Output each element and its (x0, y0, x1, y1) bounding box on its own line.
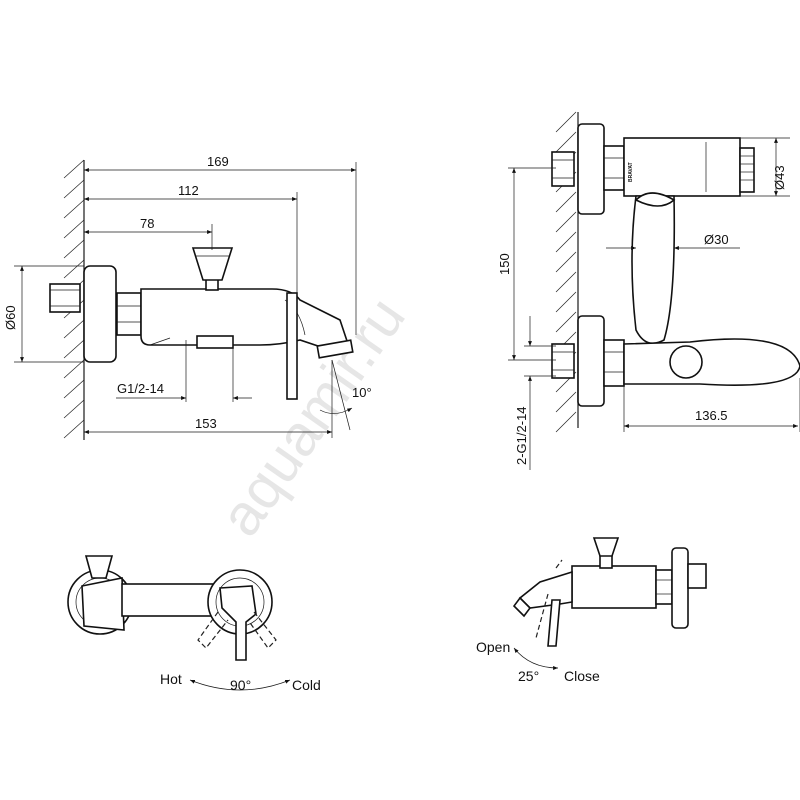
diverter-view: Open 25° Close (476, 537, 707, 684)
label-cold: Cold (292, 677, 321, 693)
dim-body-diameter: Ø43 (772, 165, 787, 190)
diverter-knob (191, 247, 234, 281)
front-dimensions: Ø43 Ø30 150 2-G1/2-14 136.5 (497, 137, 800, 470)
upper-nut (603, 145, 625, 191)
div-inlet (687, 563, 707, 589)
front-view: BRAVAT Ø43 Ø30 150 (497, 111, 800, 470)
label-open: Open (476, 639, 510, 655)
top-lever (219, 585, 257, 661)
aerator (316, 339, 354, 359)
lower-inlet (551, 343, 575, 379)
dim-thread: G1/2-14 (117, 381, 164, 396)
knurled-knob (739, 147, 755, 193)
wall-flange (83, 265, 117, 363)
front-body (623, 137, 741, 197)
label-hot: Hot (160, 671, 182, 687)
hex-nut (116, 292, 142, 336)
mixer-body (140, 288, 350, 351)
diverter-rod (286, 292, 298, 400)
label-close: Close (564, 668, 600, 684)
top-knob (84, 555, 114, 579)
label-angle-25: 25° (518, 668, 539, 684)
dim-lever-length: 136.5 (695, 408, 728, 423)
front-lever (623, 338, 800, 386)
dim-depth: 153 (195, 416, 217, 431)
top-view: Hot 90° Cold (67, 555, 321, 693)
dim-center-distance: 150 (497, 253, 512, 275)
div-rod (547, 599, 561, 647)
side-view: 169 112 78 Ø60 G1/2-14 153 (3, 154, 372, 440)
dim-thread-pair: 2-G1/2-14 (514, 406, 529, 465)
dim-column-diameter: Ø30 (704, 232, 729, 247)
dim-flange-diameter: Ø60 (3, 305, 18, 330)
div-flange (671, 547, 689, 629)
div-body (571, 565, 657, 609)
upper-inlet (551, 151, 575, 187)
brand-mark: BRAVAT (628, 162, 634, 182)
div-knob (592, 537, 620, 557)
label-angle-90: 90° (230, 677, 251, 693)
side-dimensions: 169 112 78 Ø60 G1/2-14 153 (3, 154, 372, 438)
dim-spout-angle: 10° (352, 385, 372, 400)
dim-spout-length: 112 (178, 183, 199, 198)
lower-nut (603, 339, 625, 387)
dim-handle-offset: 78 (140, 216, 154, 231)
inlet-nipple (49, 283, 81, 313)
front-column (631, 195, 676, 345)
dim-overall-length: 169 (207, 154, 229, 169)
